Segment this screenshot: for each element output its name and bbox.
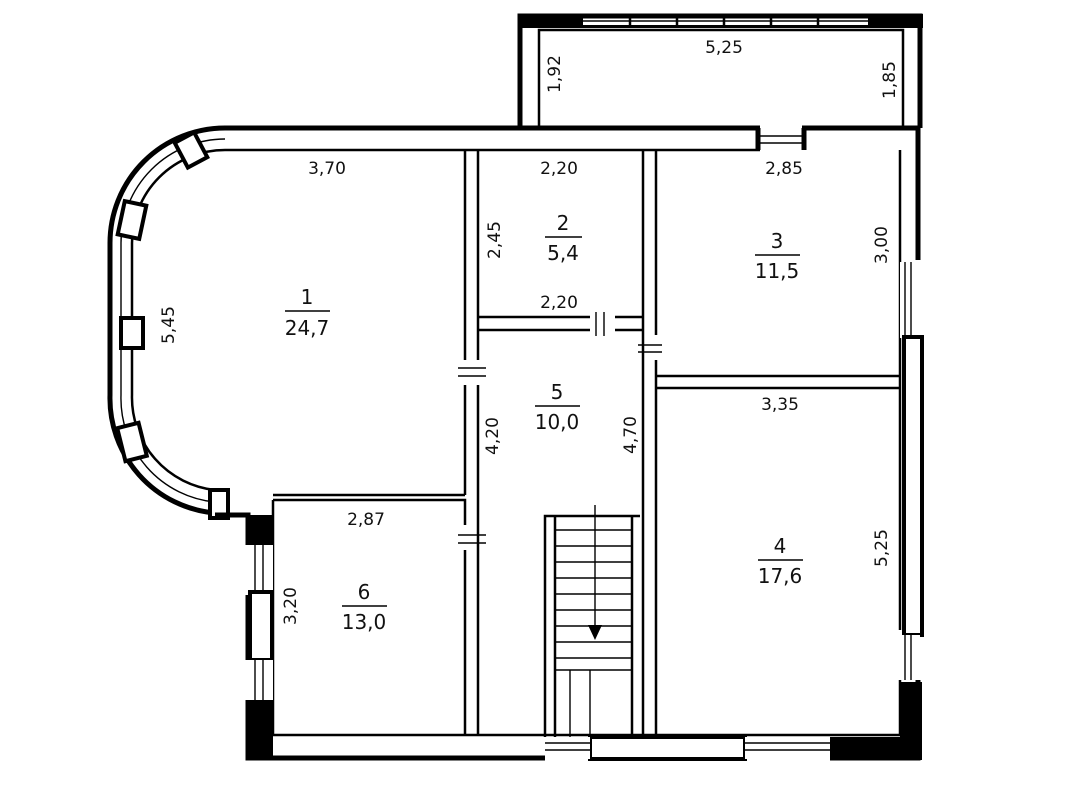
bay-window: [107, 125, 775, 520]
dim-room2-side: 2,45: [485, 221, 505, 259]
stairs: [543, 505, 640, 737]
room-area: 11,5: [755, 259, 800, 283]
room-number: 3: [771, 229, 784, 253]
dim-room2-bottom: 2,20: [540, 293, 578, 313]
dim-room5-right: 4,70: [621, 416, 641, 454]
room-4-label: 4 17,6: [758, 534, 803, 588]
dim-balcony-left: 1,92: [545, 55, 565, 93]
room-number: 5: [551, 380, 564, 404]
room-area: 13,0: [342, 610, 387, 634]
dim-room1-left: 5,45: [159, 306, 179, 344]
room-3-label: 3 11,5: [755, 229, 800, 283]
room-area: 24,7: [285, 316, 330, 340]
dim-room4-right: 5,25: [872, 529, 892, 567]
room-number: 1: [301, 285, 314, 309]
dim-room5-left: 4,20: [483, 417, 503, 455]
dim-room1-top: 3,70: [308, 159, 346, 179]
room-area: 17,6: [758, 564, 803, 588]
room-area: 5,4: [547, 241, 579, 265]
dim-room3-right: 3,00: [872, 226, 892, 264]
dim-room4-top: 3,35: [761, 395, 799, 415]
dim-balcony-width: 5,25: [705, 38, 743, 58]
room-number: 2: [557, 211, 570, 235]
dimension-labels: 5,25 1,92 1,85 3,70 5,45 2,20 2,45 2,20 …: [159, 38, 900, 625]
room-2-label: 2 5,4: [545, 211, 582, 265]
stair-direction-arrow-icon: [588, 625, 602, 640]
dim-balcony-right: 1,85: [880, 61, 900, 99]
room-number: 4: [774, 534, 787, 558]
dim-room2-top: 2,20: [540, 159, 578, 179]
dim-room3-top: 2,85: [765, 159, 803, 179]
dim-room6-left: 3,20: [281, 587, 301, 625]
room-5-label: 5 10,0: [535, 380, 580, 434]
room-labels: 1 24,7 2 5,4 3 11,5 4 17,6 5 10,0 6 13,0: [285, 211, 803, 634]
balcony: [517, 13, 923, 128]
dim-room6-top: 2,87: [347, 510, 385, 530]
room-number: 6: [358, 580, 371, 604]
outer-walls: [215, 124, 924, 761]
room-1-label: 1 24,7: [285, 285, 330, 340]
room-6-label: 6 13,0: [342, 580, 387, 634]
inner-walls: [273, 150, 900, 735]
room-area: 10,0: [535, 410, 580, 434]
